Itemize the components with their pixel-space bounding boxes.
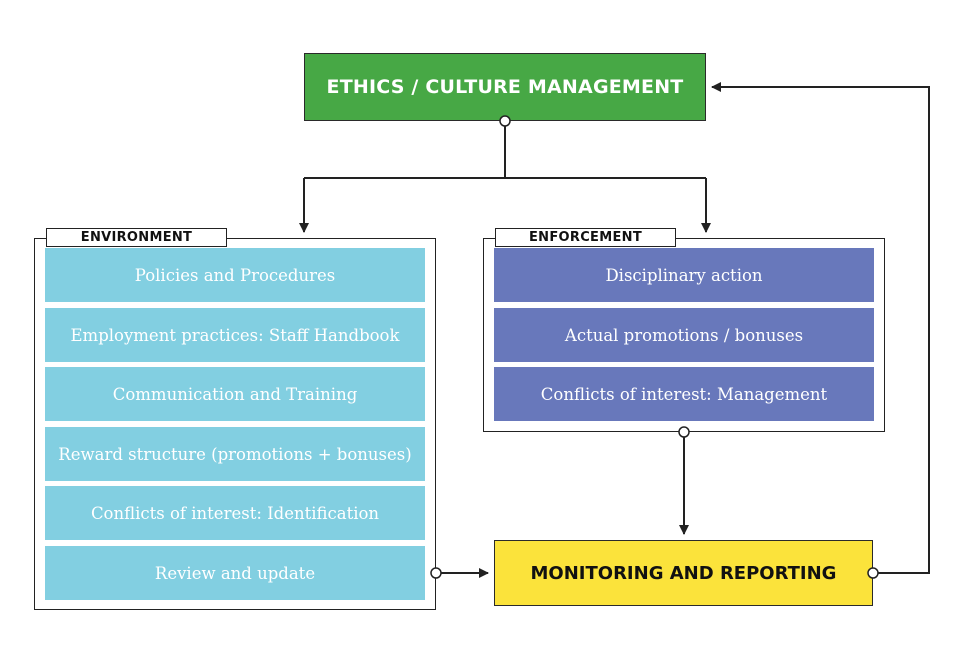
environment-item-conflicts: Conflicts of interest: Identification bbox=[45, 486, 425, 540]
ethics-culture-management-label: ETHICS / CULTURE MANAGEMENT bbox=[326, 76, 684, 98]
environment-item-employment: Employment practices: Staff Handbook bbox=[45, 308, 425, 362]
ethics-culture-management-box: ETHICS / CULTURE MANAGEMENT bbox=[304, 53, 706, 121]
environment-item-review: Review and update bbox=[45, 546, 425, 600]
monitoring-reporting-box: MONITORING AND REPORTING bbox=[494, 540, 873, 606]
environment-item-policies: Policies and Procedures bbox=[45, 248, 425, 302]
monitoring-reporting-label: MONITORING AND REPORTING bbox=[530, 562, 837, 584]
environment-tag: ENVIRONMENT bbox=[46, 228, 227, 247]
enforcement-tag: ENFORCEMENT bbox=[495, 228, 676, 247]
environment-panel: ENVIRONMENT Policies and Procedures Empl… bbox=[34, 228, 436, 610]
environment-item-communication: Communication and Training bbox=[45, 367, 425, 421]
enforcement-panel: ENFORCEMENT Disciplinary action Actual p… bbox=[483, 228, 885, 432]
environment-item-reward: Reward structure (promotions + bonuses) bbox=[45, 427, 425, 481]
enforcement-item-disciplinary: Disciplinary action bbox=[494, 248, 874, 302]
enforcement-item-promotions: Actual promotions / bonuses bbox=[494, 308, 874, 362]
enforcement-item-conflicts: Conflicts of interest: Management bbox=[494, 367, 874, 421]
